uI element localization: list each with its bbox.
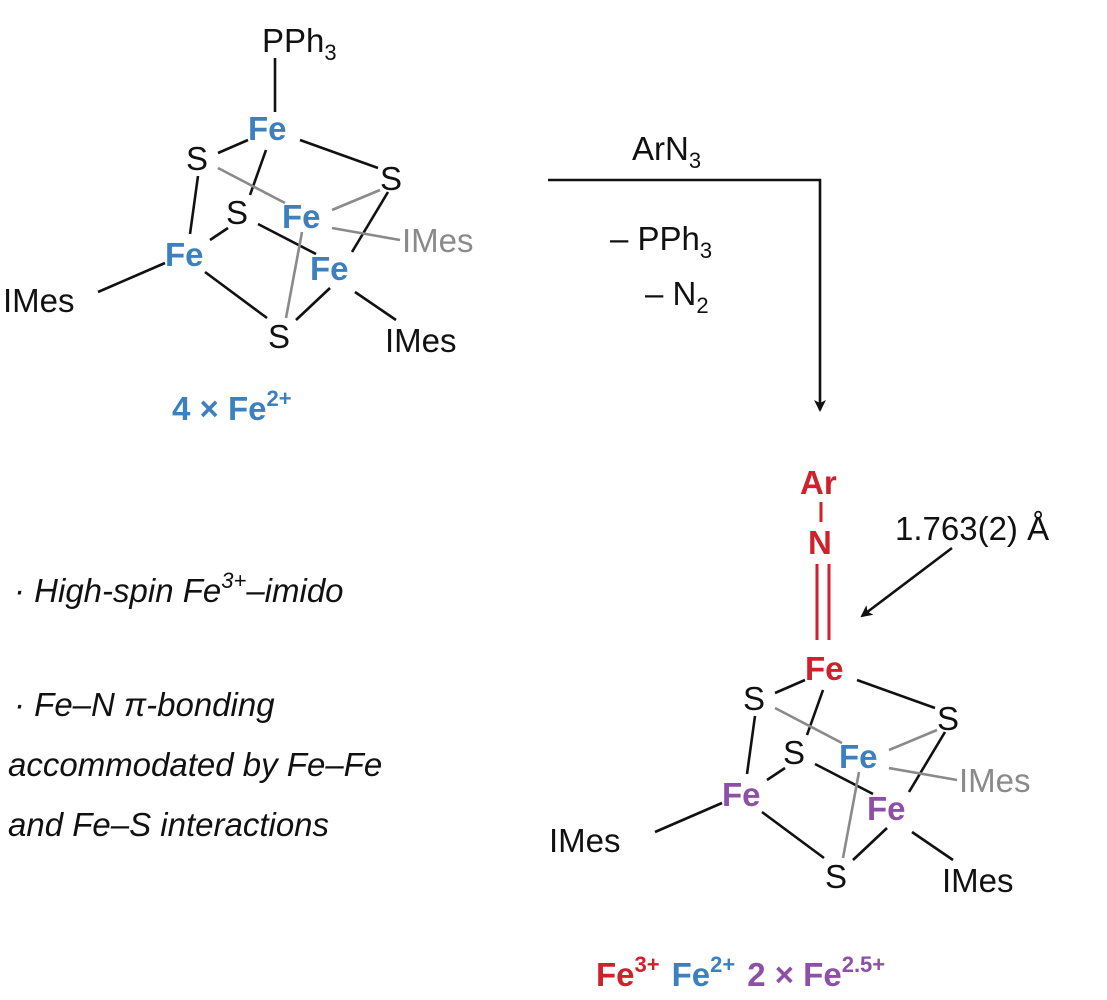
imes-label: IMes <box>549 822 621 859</box>
fe-atom: Fe <box>722 776 761 813</box>
imes-label: IMes <box>942 862 1014 899</box>
fe-atom: Fe <box>248 110 287 147</box>
reactant-caption: 4 × Fe2+ <box>172 386 292 427</box>
s-atom: S <box>380 160 402 197</box>
reagent-label: ArN3 <box>632 130 701 173</box>
cluster-bonds <box>97 138 401 322</box>
n-atom: N <box>808 524 832 561</box>
imes-label: IMes <box>385 322 457 359</box>
imes-label: IMes <box>959 762 1031 799</box>
fe-atom: Fe <box>282 198 321 235</box>
s-atom: S <box>226 194 248 231</box>
fe-atom: Fe <box>310 250 349 287</box>
reaction-arrow: ArN3 – PPh3 – N2 <box>548 130 826 412</box>
fe-atom: Fe <box>867 790 906 827</box>
imes-label: IMes <box>402 222 474 259</box>
s-atom: S <box>783 734 805 771</box>
s-atom: S <box>825 858 847 895</box>
note-line4: and Fe–S interactions <box>8 806 329 843</box>
bond-length-label: 1.763(2) Å <box>895 510 1049 547</box>
reactant-cluster: PPh3 Fe S S S Fe IMes Fe Fe IMes S IMes <box>3 22 474 427</box>
product-caption: Fe3+Fe2+2 × Fe2.5+ <box>596 952 885 993</box>
note-high-spin: · High-spin Fe3+–imido <box>14 568 344 609</box>
notes: · High-spin Fe3+–imido · Fe–N π-bonding … <box>8 568 382 843</box>
fe-atom: Fe <box>165 236 204 273</box>
fe-atom: Fe <box>839 738 878 775</box>
loss-n2-label: – N2 <box>645 275 709 318</box>
fe-atom: Fe <box>805 650 844 687</box>
s-atom: S <box>937 700 959 737</box>
product-cluster: Ar N 1.763(2) Å Fe S S S Fe <box>549 464 1049 993</box>
ar-label: Ar <box>800 464 837 501</box>
pph3-label: PPh3 <box>262 22 337 65</box>
loss-pph3-label: – PPh3 <box>610 220 712 263</box>
s-atom: S <box>743 680 765 717</box>
imes-label: IMes <box>3 282 75 319</box>
note-pi-bonding: · Fe–N π-bonding <box>14 686 275 723</box>
note-line3: accommodated by Fe–Fe <box>8 746 382 783</box>
s-atom: S <box>268 318 290 355</box>
s-atom: S <box>186 140 208 177</box>
